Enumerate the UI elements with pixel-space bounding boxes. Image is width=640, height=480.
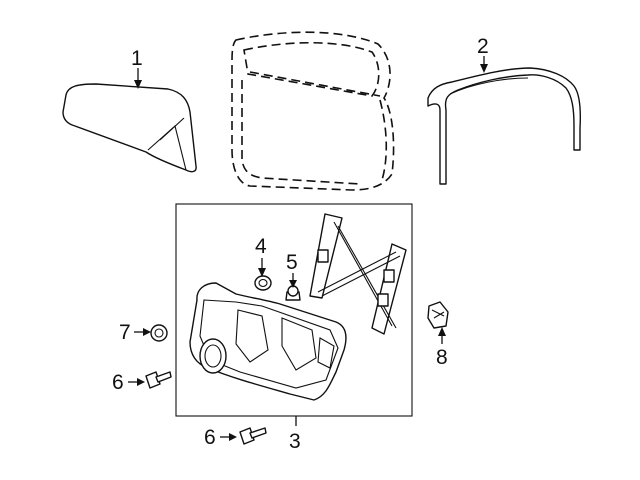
clip [285, 285, 301, 301]
bolt-lower [239, 427, 267, 445]
callout-1: 1 [131, 47, 143, 70]
callout-3: 3 [289, 430, 301, 453]
assembly-box [175, 203, 413, 417]
leader-lines [128, 56, 488, 441]
plug [150, 324, 168, 342]
door-glass [62, 83, 197, 173]
callout-6-lower: 6 [204, 426, 216, 449]
weatherstrip [427, 67, 582, 185]
door-shell-outline [231, 31, 395, 191]
callout-5: 5 [286, 251, 298, 274]
motor-clip [427, 301, 449, 329]
callout-6-upper: 6 [112, 371, 124, 394]
regulator-carrier-panel [189, 282, 347, 401]
window-regulator [309, 213, 407, 335]
callout-2: 2 [477, 35, 489, 58]
callout-7: 7 [119, 321, 131, 344]
callout-8: 8 [436, 346, 448, 369]
bolt-upper [145, 371, 172, 389]
grommet [254, 275, 272, 291]
callout-4: 4 [255, 235, 267, 258]
